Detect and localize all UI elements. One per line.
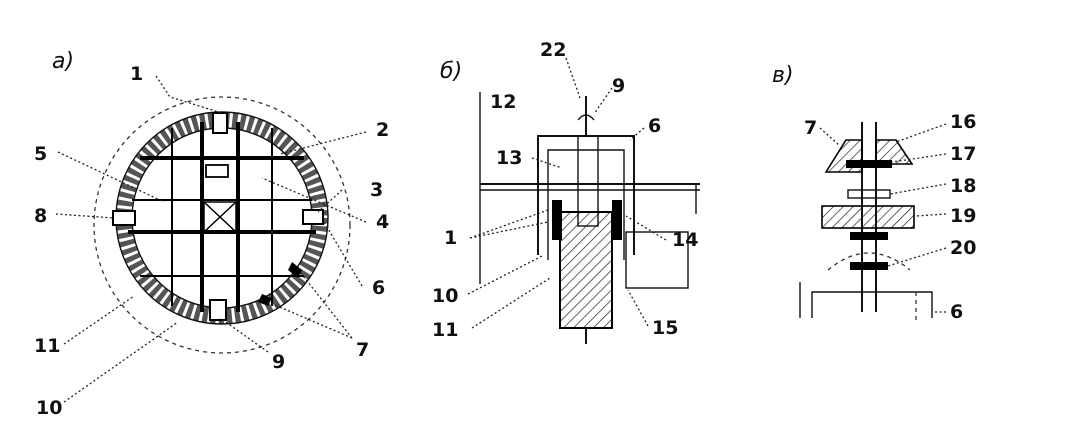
- v-label-6: 6: [950, 301, 963, 323]
- a-label-3: 3: [370, 179, 383, 201]
- clamp-right: [302, 209, 324, 225]
- hook: [577, 114, 595, 121]
- reinforcement-grid: [128, 122, 316, 312]
- clamp-inner: [205, 164, 229, 178]
- b-label-14: 14: [672, 229, 698, 251]
- v-label-20: 20: [950, 237, 976, 259]
- plate-19: [821, 205, 915, 229]
- nut-17: [846, 160, 892, 168]
- a-label-10: 10: [36, 397, 62, 419]
- v-label-7: 7: [804, 117, 817, 139]
- a-label-8: 8: [34, 205, 47, 227]
- b-label-6: 6: [648, 115, 661, 137]
- v-label-16: 16: [950, 111, 976, 133]
- b-label-11: 11: [432, 319, 458, 341]
- block-15: [625, 231, 689, 289]
- panel-a-label: а): [52, 49, 74, 74]
- a-label-2: 2: [376, 119, 389, 141]
- insert-left: [552, 200, 562, 240]
- b-label-22: 22: [540, 39, 566, 61]
- panel-v-label: в): [772, 63, 794, 88]
- yoke-core: [577, 135, 599, 227]
- b-label-12: 12: [490, 91, 516, 113]
- a-label-6: 6: [372, 277, 385, 299]
- panel-b-label: б): [440, 59, 462, 84]
- arc-20: [827, 252, 911, 271]
- b-label-9: 9: [612, 75, 625, 97]
- wedge-lower: [258, 294, 272, 306]
- wedge-16: [875, 139, 914, 165]
- view-b-section: б) 22 9 12 6 13 14 1 10 11 15: [432, 39, 700, 344]
- a-label-11: 11: [34, 335, 60, 357]
- b-label-15: 15: [652, 317, 678, 339]
- view-v-detail: в) 7 16 17 18 19 20 6: [772, 63, 976, 323]
- a-label-9: 9: [272, 351, 285, 373]
- a-label-4: 4: [376, 211, 389, 233]
- yoke-inner: [547, 149, 625, 260]
- v-label-17: 17: [950, 143, 976, 165]
- clamp-top: [212, 112, 228, 134]
- insert-14: [612, 200, 622, 240]
- b-label-1: 1: [444, 227, 457, 249]
- nut-20: [850, 262, 888, 270]
- base-6: [811, 291, 933, 318]
- a-label-7: 7: [356, 339, 369, 361]
- v-label-19: 19: [950, 205, 976, 227]
- outer-dashed-circle: [93, 96, 351, 354]
- wedge-upper: [288, 262, 302, 278]
- v-label-18: 18: [950, 175, 976, 197]
- pile-hatched: [559, 211, 613, 329]
- a-label-5: 5: [34, 143, 47, 165]
- clamp-bottom: [209, 299, 227, 321]
- nut-lower: [850, 232, 888, 240]
- a-label-1: 1: [130, 63, 143, 85]
- view-a-plan: а) 1 2 3 4 5 6 7 8 9 10 11: [34, 49, 389, 419]
- b-label-13: 13: [496, 147, 522, 169]
- clamp-left: [112, 210, 136, 226]
- b-label-10: 10: [432, 285, 458, 307]
